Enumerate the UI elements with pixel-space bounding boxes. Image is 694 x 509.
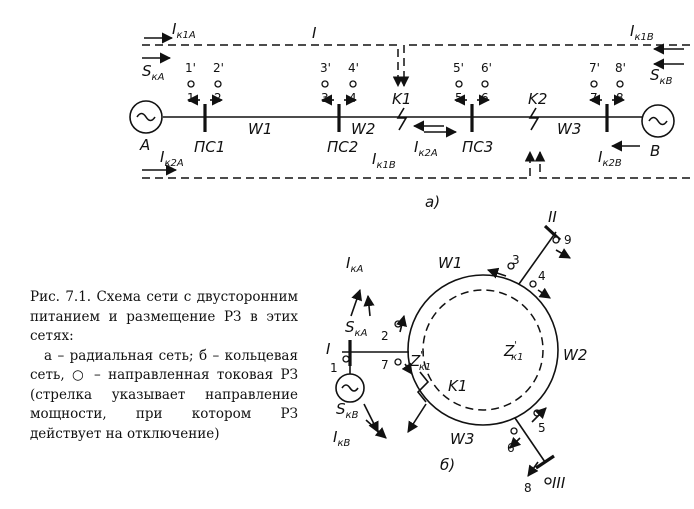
ring-line-label-w2: W2 bbox=[563, 346, 587, 364]
ring-fault-k1-icon bbox=[416, 371, 430, 403]
fault-k1-icon bbox=[396, 107, 408, 131]
current-label-ik1a: Iк1А bbox=[172, 20, 196, 41]
ring-relay-symbols bbox=[342, 236, 560, 485]
ring-fault-path bbox=[422, 289, 544, 411]
substation-label-ps3: ПС3 bbox=[462, 138, 493, 156]
ring-label-skb: SкВ bbox=[336, 400, 359, 421]
source-b bbox=[641, 104, 675, 138]
relay-label-3p: 3' bbox=[320, 61, 331, 75]
node-iii-bus bbox=[535, 454, 555, 470]
z-label-right: Z'к1 bbox=[503, 340, 523, 363]
relay-label-8p: 8' bbox=[615, 61, 626, 75]
loop-label-i: I bbox=[312, 24, 317, 42]
substation-label-ps1: ПС1 bbox=[194, 138, 225, 156]
fault-label-k1: K1 bbox=[392, 90, 411, 108]
substation-label-ps2: ПС2 bbox=[327, 138, 358, 156]
current-label-ik2a-mid: Iк2А bbox=[414, 138, 438, 159]
relay-label-5p: 5' bbox=[453, 61, 464, 75]
ring-fault-arrow bbox=[407, 403, 427, 433]
ring-relay-label-8: 8 bbox=[524, 481, 532, 495]
dashed-path-ik1b-top bbox=[398, 44, 690, 88]
relay-label-6p: 6' bbox=[481, 61, 492, 75]
line-label-w1: W1 bbox=[248, 120, 272, 138]
relay-label-1: 1 bbox=[187, 91, 195, 105]
relay-label-1p: 1' bbox=[185, 61, 196, 75]
figure-caption: Рис. 7.1. Схема сети с двусторонним пита… bbox=[30, 288, 298, 444]
dashed-path-ik1a bbox=[142, 44, 404, 88]
ring-label-ikb: IкВ bbox=[333, 428, 350, 449]
radial-network: A B ПС1 ПС2 ПС3 W1 W2 W3 1' 2' 3' 4' 5' … bbox=[129, 20, 690, 211]
source-a-label: A bbox=[139, 136, 150, 154]
source-a bbox=[129, 100, 163, 134]
ring-source bbox=[335, 373, 365, 403]
ring-fault-label-k1: K1 bbox=[448, 377, 467, 395]
ring-network: I II III W1 W2 W3 K1 Z"к1 Z'к1 bbox=[326, 208, 587, 495]
node-label-iii: III bbox=[552, 474, 566, 492]
fault-label-k2: K2 bbox=[528, 90, 547, 108]
ring-relay-label-9: 9 bbox=[564, 233, 572, 247]
caption-title: Рис. 7.1. Схема сети с двусторонним пита… bbox=[30, 289, 298, 344]
relay-label-6: 6 bbox=[481, 91, 489, 105]
ring-relay-label-1: 1 bbox=[330, 361, 338, 375]
source-b-label: B bbox=[650, 142, 660, 160]
line-label-w3: W3 bbox=[557, 120, 581, 138]
ring-relay-label-2: 2 bbox=[381, 329, 389, 343]
ring-label-ska: SкА bbox=[345, 318, 368, 339]
ring-outer bbox=[407, 274, 559, 426]
node-ii-feeder bbox=[518, 231, 557, 285]
relay-label-4: 4 bbox=[349, 91, 357, 105]
figure-b-letter: б) bbox=[440, 456, 455, 474]
relay-label-5: 5 bbox=[455, 91, 463, 105]
z-label-left: Z"к1 bbox=[409, 350, 431, 373]
node-label-i: I bbox=[326, 340, 331, 358]
relay-label-2p: 2' bbox=[213, 61, 224, 75]
node-iii-feeder bbox=[514, 417, 546, 463]
ring-relay-label-7: 7 bbox=[381, 358, 389, 372]
relay-label-4p: 4' bbox=[348, 61, 359, 75]
fault-k2-icon bbox=[528, 107, 540, 131]
ring-relay-arrows bbox=[396, 248, 571, 477]
current-label-ik1b-top: Iк1В bbox=[630, 22, 654, 43]
current-label-ik2b: Iк2В bbox=[598, 148, 622, 169]
relay-symbols-top bbox=[187, 80, 624, 88]
relay-label-8: 8 bbox=[616, 91, 624, 105]
figure-a-letter: а) bbox=[425, 193, 440, 211]
ring-line-label-w3: W3 bbox=[450, 430, 474, 448]
ring-relay-label-5: 5 bbox=[538, 421, 546, 435]
current-label-ik1b-mid: Iк1В bbox=[372, 150, 396, 171]
relay-label-7: 7 bbox=[590, 91, 598, 105]
ring-arrow-ska bbox=[363, 294, 375, 317]
power-label-ska: SкА bbox=[142, 62, 165, 83]
ring-line-label-w1: W1 bbox=[438, 254, 462, 272]
power-label-skb: SкВ bbox=[650, 66, 673, 87]
line-label-w2: W2 bbox=[351, 120, 375, 138]
current-label-ik2a-left: Iк2А bbox=[160, 148, 184, 169]
relay-label-7p: 7' bbox=[589, 61, 600, 75]
dashed-path-ik2b-bottom bbox=[534, 150, 690, 179]
ring-arrow-ika bbox=[350, 288, 362, 317]
caption-body: а – радиальная сеть; б – кольцевая сеть,… bbox=[30, 347, 298, 442]
ring-label-ika: IкА bbox=[346, 254, 363, 275]
ring-relay-label-3: 3 bbox=[512, 253, 520, 267]
node-label-ii: II bbox=[548, 208, 557, 226]
dashed-path-ik2-bottom bbox=[142, 150, 536, 179]
relay-label-2: 2 bbox=[214, 91, 222, 105]
ring-relay-label-4: 4 bbox=[538, 269, 546, 283]
relay-label-3: 3 bbox=[321, 91, 329, 105]
ring-arrow-skb bbox=[363, 403, 379, 434]
ring-arrow-ikb bbox=[365, 419, 387, 439]
